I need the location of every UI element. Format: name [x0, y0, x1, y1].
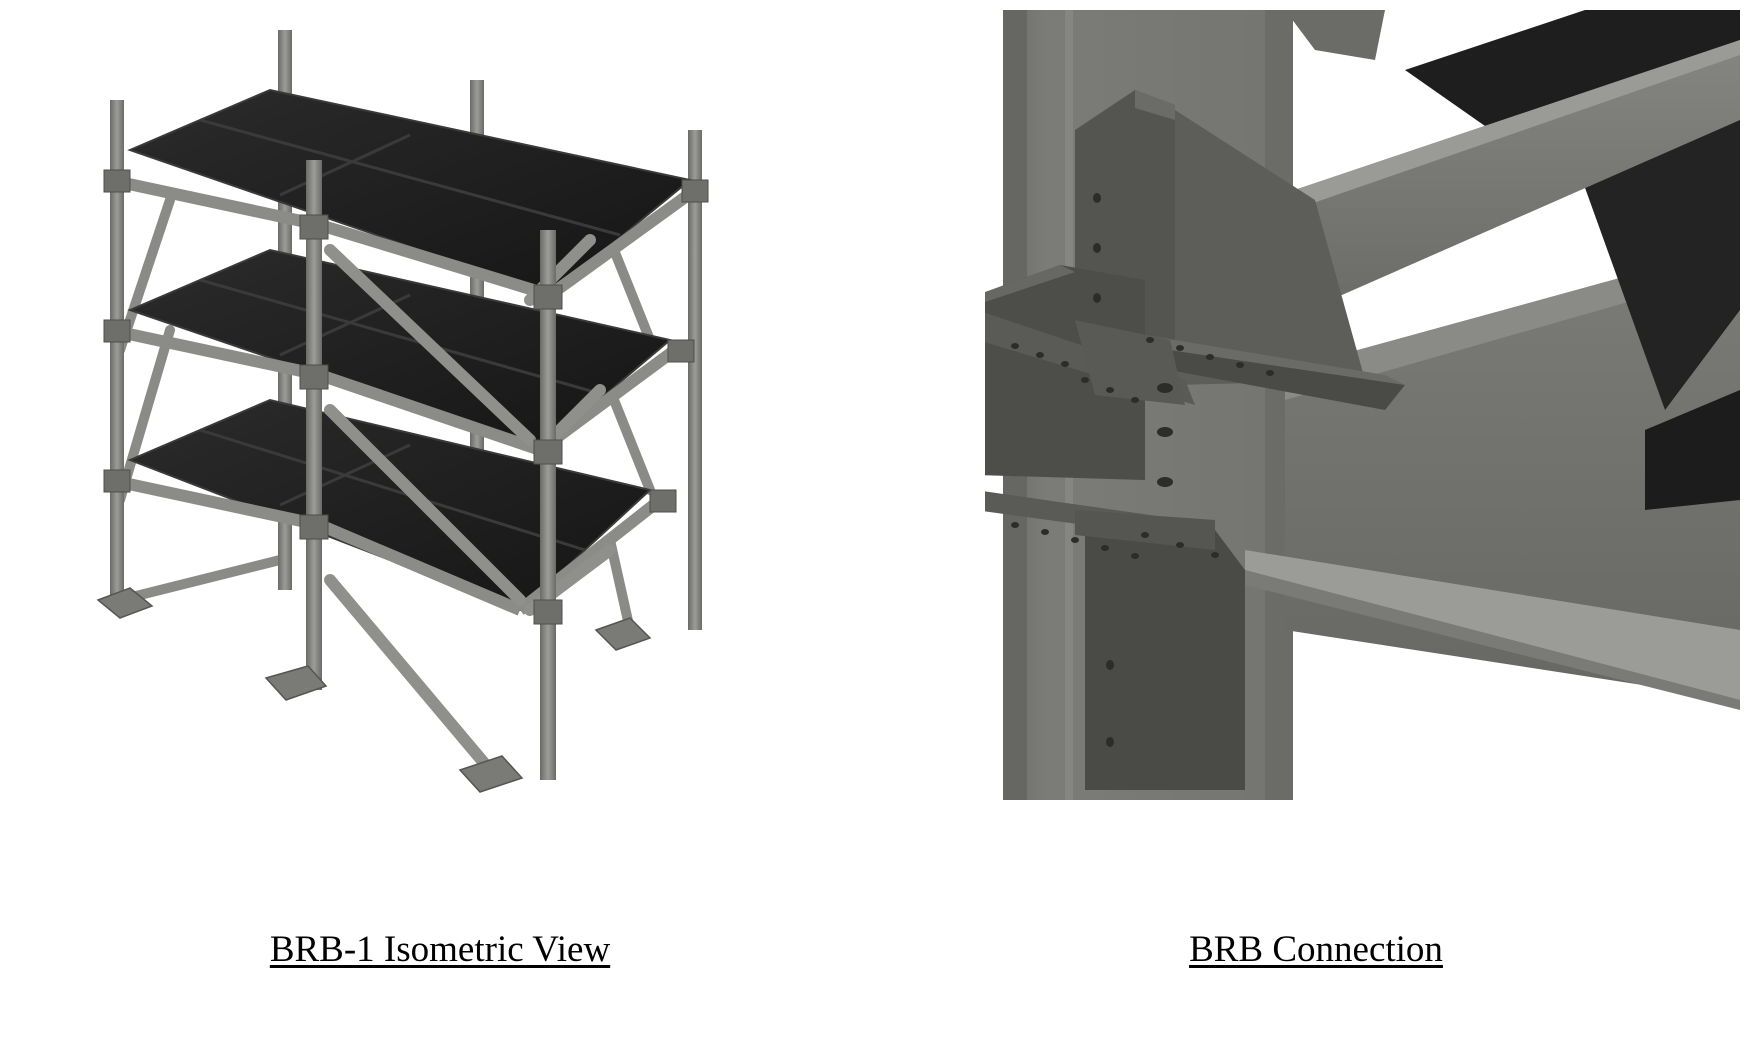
- floor-beams: [108, 174, 699, 616]
- base-plates: [96, 587, 652, 793]
- gusset-plates: [103, 169, 709, 625]
- isometric-view-caption: BRB-1 Isometric View: [269, 929, 611, 970]
- isometric-frame-drawing: [96, 30, 709, 793]
- connection-caption: BRB Connection: [1189, 929, 1443, 970]
- deck-level-3: [127, 88, 693, 297]
- front-columns: [306, 160, 556, 780]
- connection-detail-image: [985, 10, 1740, 892]
- bolt-holes: [1011, 193, 1274, 747]
- connection-detail-drawing: [985, 10, 1740, 800]
- deck-slabs: [1285, 10, 1740, 510]
- isometric-view-image: [90, 10, 820, 910]
- connection-plates: [1075, 320, 1215, 550]
